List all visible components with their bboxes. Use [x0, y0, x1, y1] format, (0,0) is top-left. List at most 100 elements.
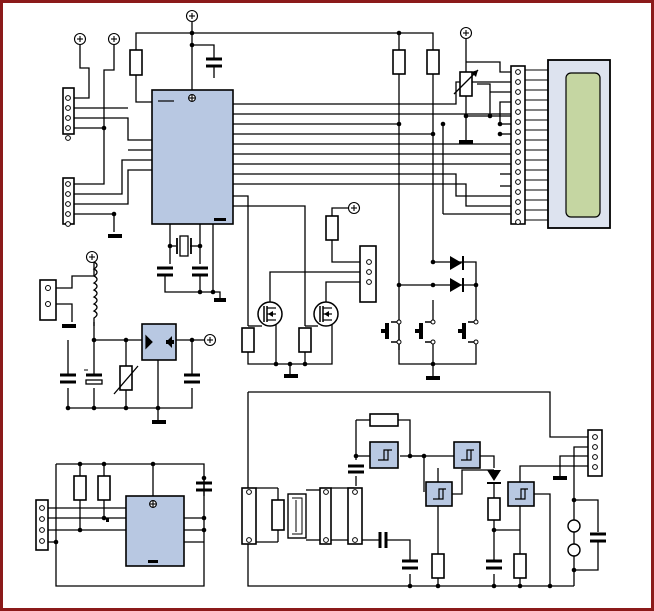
connector-pin	[246, 537, 252, 543]
connector-pin	[515, 199, 521, 205]
junction-dot	[77, 527, 83, 533]
connector-pin	[515, 169, 521, 175]
junction-dot	[111, 211, 117, 217]
connector-pin	[352, 489, 358, 495]
lcd-display	[547, 59, 611, 229]
junction-dot	[287, 361, 293, 367]
connector-pin	[592, 434, 598, 440]
connector-pin	[323, 537, 329, 543]
junction-dot	[497, 121, 503, 127]
varistor	[113, 365, 139, 395]
connector-pin	[515, 139, 521, 145]
connector-pin	[366, 279, 372, 285]
connector-pin	[246, 489, 252, 495]
junction-dot	[302, 361, 308, 367]
left-connector-1	[62, 87, 75, 135]
connector-pin	[65, 125, 71, 131]
junction-dot	[101, 515, 107, 521]
schmitt-trigger-1	[369, 441, 399, 469]
schmitt-trigger-2	[453, 441, 481, 469]
junction-dot	[473, 282, 479, 288]
ground-symbols	[62, 140, 567, 522]
junction-dot	[421, 453, 427, 459]
junction-dot	[210, 289, 216, 295]
junction-dot	[155, 405, 161, 411]
connector-pins	[39, 69, 598, 544]
connector-pin	[515, 119, 521, 125]
connector-pin	[65, 95, 71, 101]
junction-dot	[189, 30, 195, 36]
connector-pin	[39, 505, 45, 511]
schmitt-trigger-3	[425, 481, 453, 507]
junction-dot	[150, 461, 156, 467]
connector-pin	[515, 89, 521, 95]
junction-dot	[517, 583, 523, 589]
electrolytic-capacitor	[84, 369, 103, 385]
connector-pin	[515, 189, 521, 195]
junction-dot	[396, 282, 402, 288]
junction-dot	[430, 361, 436, 367]
connector-pin	[65, 211, 71, 217]
connector-pin	[65, 201, 71, 207]
junction-dot	[91, 405, 97, 411]
pushbutton-2	[415, 319, 436, 345]
junction-dot	[547, 583, 553, 589]
junction-dot	[201, 475, 207, 481]
connector-pin	[39, 516, 45, 522]
junction-dot	[407, 583, 413, 589]
eeprom-ic	[125, 495, 185, 567]
junction-dot	[396, 30, 402, 36]
connector-pin	[592, 464, 598, 470]
pushbutton-3	[458, 319, 479, 345]
junction-dot	[189, 42, 195, 48]
junction-dot	[435, 583, 441, 589]
junction-dot	[353, 453, 359, 459]
diode-upper	[450, 256, 464, 270]
crystal	[176, 235, 192, 257]
diode-lower	[450, 278, 464, 292]
junction-dot	[101, 125, 107, 131]
junction-dot	[197, 289, 203, 295]
junction-dots	[53, 30, 577, 589]
connector-pin	[65, 181, 71, 187]
junction-dot	[201, 515, 207, 521]
junction-dot	[273, 361, 279, 367]
signal-connector	[587, 429, 603, 477]
junction-dot	[407, 453, 413, 459]
mosfet-left	[257, 301, 283, 327]
top-wiring	[51, 22, 548, 420]
connector-pin	[65, 105, 71, 111]
schmitt-trigger-4	[507, 481, 535, 507]
connector-pin	[39, 538, 45, 544]
connector-pin	[65, 191, 71, 197]
inductor	[92, 261, 98, 326]
junction-dot	[487, 113, 493, 119]
connector-pin	[515, 79, 521, 85]
junction-dot	[123, 405, 129, 411]
junction-dot	[65, 405, 71, 411]
connector-pin	[515, 149, 521, 155]
power-symbols	[73, 9, 473, 347]
junction-dot	[101, 461, 107, 467]
connector-pin	[515, 129, 521, 135]
connector-pin	[515, 179, 521, 185]
connector-pin	[515, 69, 521, 75]
connector-pin	[323, 489, 329, 495]
eeprom-section-wiring	[44, 463, 205, 587]
junction-dot	[201, 527, 207, 533]
junction-dot	[53, 539, 59, 545]
junction-dot	[571, 567, 577, 573]
connector-pin	[515, 159, 521, 165]
capacitor	[60, 57, 606, 570]
microcontroller-ic	[151, 89, 234, 225]
eeprom-connector	[35, 499, 49, 551]
junction-dot	[77, 461, 83, 467]
junction-dot	[430, 282, 436, 288]
power-connector	[39, 279, 57, 321]
junction-dot	[430, 259, 436, 265]
resistor	[73, 49, 527, 579]
connector-pin	[65, 135, 71, 141]
